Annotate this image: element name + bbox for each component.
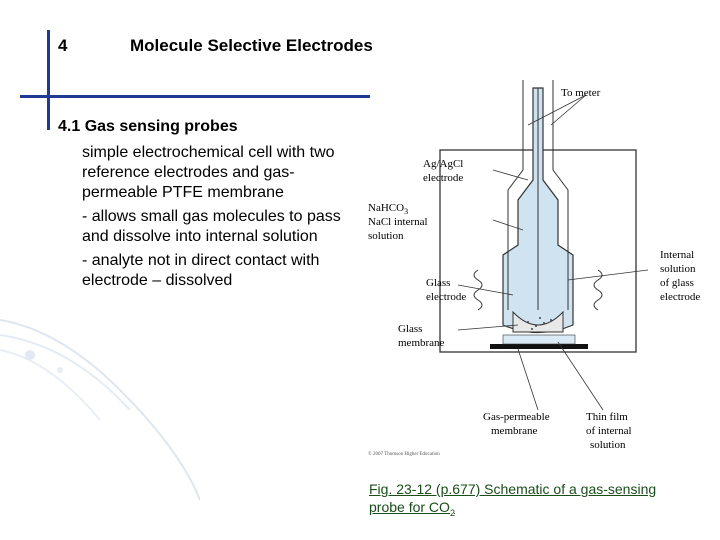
label-ag-agcl: Ag/AgCl xyxy=(423,158,463,170)
label-thin-film-3: solution xyxy=(590,439,626,451)
label-gas-permeable: Gas-permeable xyxy=(483,411,550,423)
thin-film xyxy=(502,334,576,345)
label-nacl: NaCl internal xyxy=(368,216,428,228)
label-to-meter: To meter xyxy=(561,87,601,99)
body-paragraph: - allows small gas molecules to pass and… xyxy=(82,208,341,245)
seal-left xyxy=(473,269,483,311)
gas-sensing-probe-diagram: To meter Ag/AgCl electrode NaHCO3 NaCl i… xyxy=(368,80,700,457)
section-heading: 4.1 Gas sensing probes xyxy=(58,118,238,135)
accent-horizontal-line xyxy=(20,95,370,98)
label-thin-film-2: of internal xyxy=(586,425,632,437)
label-glass-membrane: Glass xyxy=(398,323,422,335)
label-solution: solution xyxy=(368,230,404,242)
label-internal: Internal xyxy=(660,249,694,261)
slide-title: Molecule Selective Electrodes xyxy=(130,36,373,55)
seal-right xyxy=(593,269,603,311)
glass-membrane xyxy=(512,310,564,333)
slide-number: 4 xyxy=(58,36,68,55)
gas-permeable-membrane xyxy=(490,344,588,349)
label-ag-agcl-2: electrode xyxy=(423,172,463,184)
label-gas-permeable-2: membrane xyxy=(491,425,538,437)
body-paragraph: - analyte not in direct contact with ele… xyxy=(82,252,320,289)
label-glass-electrode: Glass xyxy=(426,277,450,289)
label-nahco3: NaHCO3 xyxy=(368,202,408,216)
accent-vertical-line xyxy=(47,30,50,130)
copyright-note: © 2007 Thomson Higher Education xyxy=(368,451,440,457)
label-thin-film: Thin film xyxy=(586,411,628,423)
label-glass-electrode-2: electrode xyxy=(426,291,466,303)
label-internal-4: electrode xyxy=(660,291,700,303)
label-internal-2: solution xyxy=(660,263,696,275)
decorative-swoosh xyxy=(0,319,200,501)
body-paragraph: simple electrochemical cell with two ref… xyxy=(82,144,335,201)
internal-tube xyxy=(507,80,569,310)
section-body: simple electrochemical cell with two ref… xyxy=(82,143,364,295)
figure-caption: Fig. 23-12 (p.677) Schematic of a gas-se… xyxy=(369,481,657,518)
label-glass-membrane-2: membrane xyxy=(398,337,445,349)
label-internal-3: of glass xyxy=(660,277,694,289)
